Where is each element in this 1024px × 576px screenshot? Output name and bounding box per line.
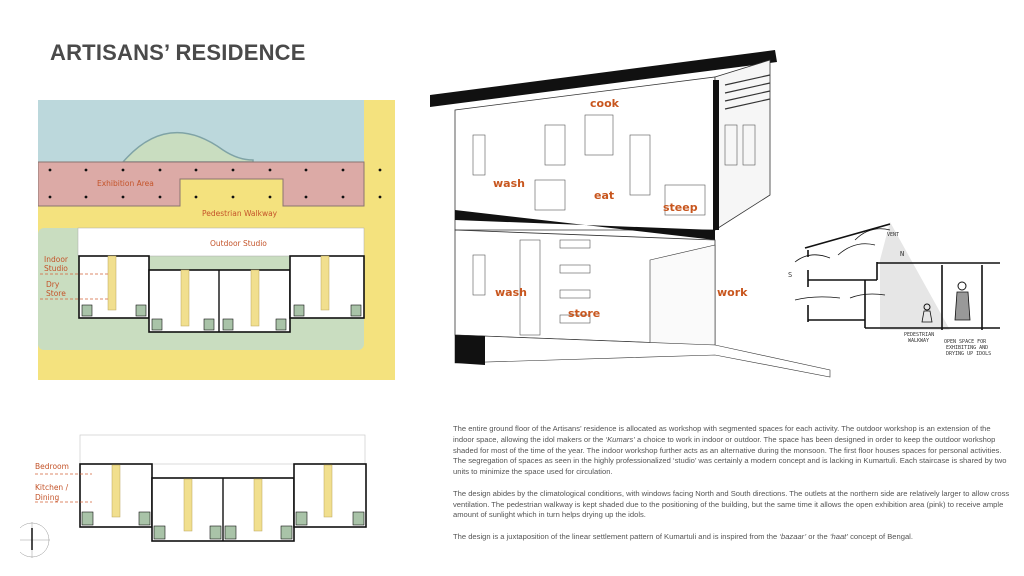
text: The entire ground floor of the Artisans’… <box>453 424 991 444</box>
vent-label: VENT <box>887 232 900 238</box>
kumars-term: ‘Kumars’ <box>605 434 635 444</box>
exhibition-area-label: Exhibition Area <box>97 179 154 188</box>
south-label: S <box>788 271 793 279</box>
open-space-label-2: EXHIBITING AND <box>946 345 989 351</box>
text: concept of Bengal. <box>847 531 913 541</box>
walkway-sketch-label: PEDESTRIAN <box>904 332 935 338</box>
text: or the <box>806 531 830 541</box>
text: a choice to work in indoor or outdoor. T… <box>453 434 1007 477</box>
open-space-label-3: DRYING UP IDOLS <box>946 351 992 357</box>
dry-store-label: Dry <box>46 280 60 289</box>
column-dots <box>48 168 382 199</box>
sleep-label: steep <box>663 201 698 214</box>
wash-upper-label: wash <box>493 177 525 190</box>
eat-label: eat <box>594 189 615 202</box>
pedestrian-walkway-label: Pedestrian Walkway <box>202 209 278 218</box>
cook-label: cook <box>590 97 619 110</box>
bedroom-label: Bedroom <box>35 462 69 471</box>
description-paragraph-2: The design abides by the climatological … <box>453 488 1010 520</box>
haat-term: ‘haat’ <box>829 531 848 541</box>
climate-sketch-drawing <box>794 222 1000 330</box>
description-paragraph-1: The entire ground floor of the Artisans’… <box>453 424 1013 478</box>
dry-store-label-2: Store <box>46 289 66 298</box>
first-floor-plan-drawing <box>20 434 367 558</box>
description-text: The entire ground floor of the Artisans’… <box>453 424 1013 554</box>
north-arrow-icon <box>20 522 50 558</box>
description-paragraph-3: The design is a juxtaposition of the lin… <box>453 532 1013 543</box>
climate-sketch: VENT N S PEDESTRIAN WALKWAY OPEN SPACE F… <box>780 220 1010 365</box>
store-label: store <box>568 307 601 320</box>
work-label: work <box>717 286 748 299</box>
outdoor-studio-label: Outdoor Studio <box>210 239 267 248</box>
bazaar-term: ‘bazaar’ <box>779 531 807 541</box>
sectional-perspective: cook wash eat steep wash store work <box>425 45 845 390</box>
first-floor-plan: Bedroom Kitchen / Dining <box>20 430 420 570</box>
site-plan: Exhibition Area Pedestrian Walkway Outdo… <box>38 100 395 380</box>
indoor-studio-label-2: Studio <box>44 264 68 273</box>
site-plan-drawing <box>38 100 395 380</box>
wash-lower-label: wash <box>495 286 527 299</box>
walkway-sketch-label-2: WALKWAY <box>908 338 930 344</box>
kitchen-dining-label: Kitchen / <box>35 483 69 492</box>
kitchen-dining-label-2: Dining <box>35 493 60 502</box>
indoor-studio-label: Indoor <box>44 255 68 264</box>
section-drawing <box>430 50 831 378</box>
north-label: N <box>900 250 905 258</box>
open-space-label: OPEN SPACE FOR <box>944 339 987 345</box>
page-title: ARTISANS’ RESIDENCE <box>50 40 306 65</box>
text: The design is a juxtaposition of the lin… <box>453 531 780 541</box>
